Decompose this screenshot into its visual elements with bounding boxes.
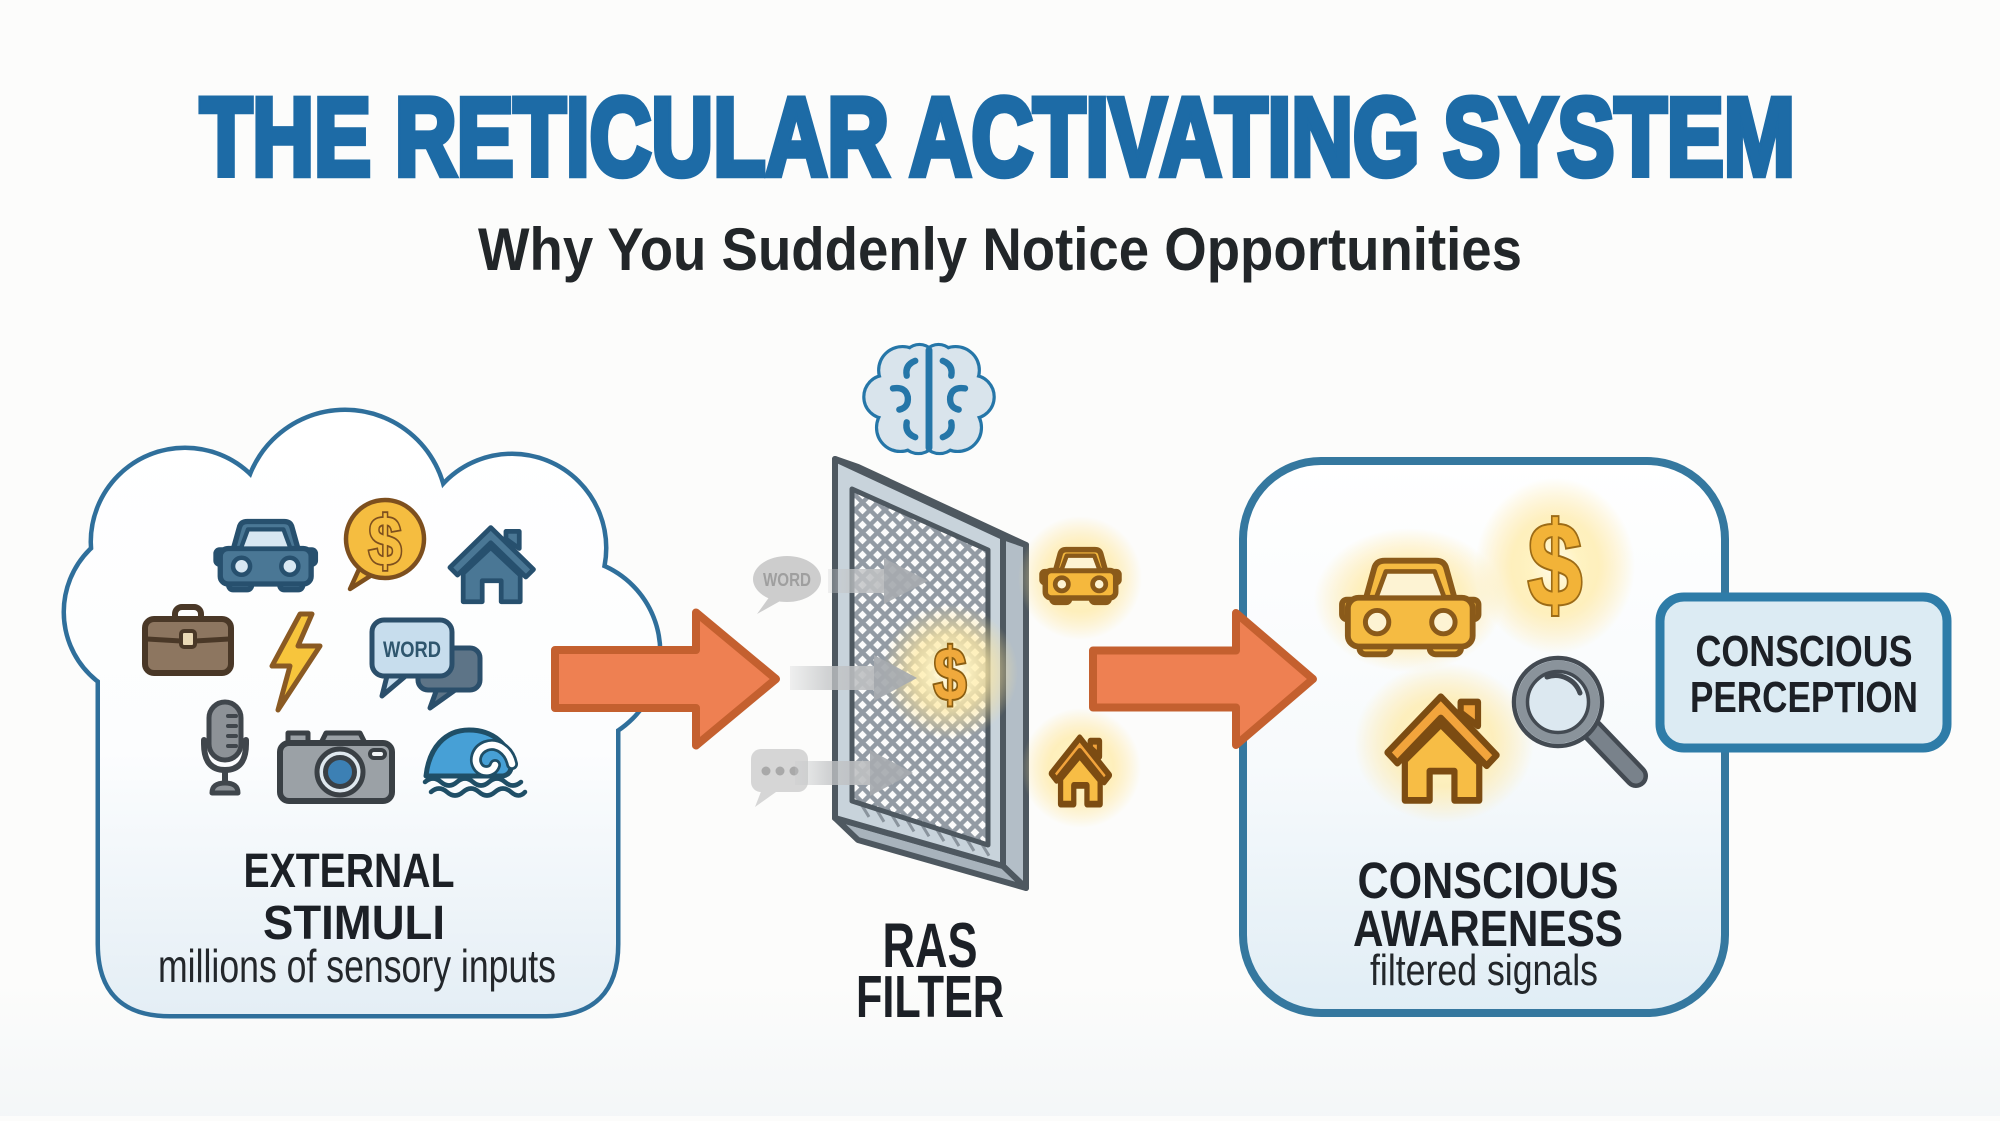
svg-text:CONSCIOUS: CONSCIOUS: [1358, 852, 1619, 909]
svg-text:EXTERNAL: EXTERNAL: [244, 845, 455, 898]
svg-text:THE RETICULAR ACTIVATING SYSTE: THE RETICULAR ACTIVATING SYSTEM: [200, 76, 1795, 199]
svg-text:millions of sensory inputs: millions of sensory inputs: [158, 940, 556, 992]
svg-text:AWARENESS: AWARENESS: [1353, 900, 1623, 957]
svg-text:$: $: [1528, 499, 1583, 632]
svg-text:$: $: [368, 501, 401, 580]
svg-text:WORD: WORD: [383, 637, 441, 662]
svg-text:WORD: WORD: [763, 570, 811, 590]
svg-text:FILTER: FILTER: [856, 964, 1004, 1030]
svg-text:$: $: [934, 634, 967, 717]
svg-text:Why You Suddenly Notice Opport: Why You Suddenly Notice Opportunities: [478, 216, 1522, 283]
svg-text:filtered signals: filtered signals: [1370, 946, 1598, 995]
svg-text:PERCEPTION: PERCEPTION: [1690, 673, 1918, 722]
svg-text:STIMULI: STIMULI: [263, 897, 445, 950]
svg-text:CONSCIOUS: CONSCIOUS: [1696, 627, 1913, 676]
svg-text:RAS: RAS: [883, 911, 978, 981]
